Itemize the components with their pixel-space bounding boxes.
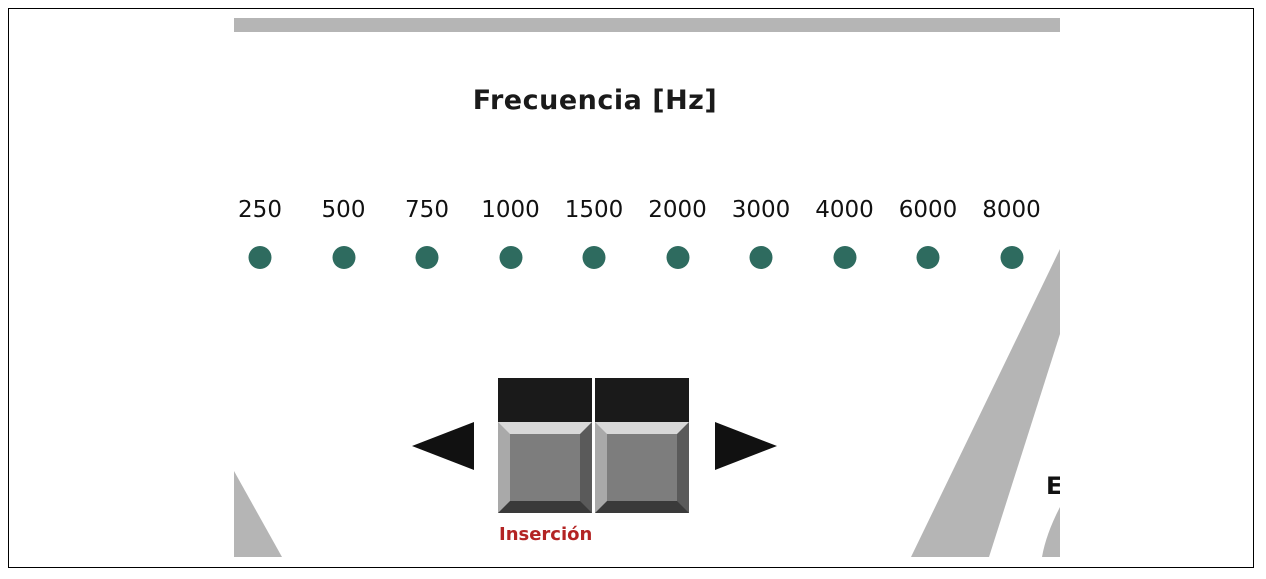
frequency-dot[interactable] bbox=[1000, 246, 1023, 269]
frequency-dot[interactable] bbox=[749, 246, 773, 269]
insertion-button-right[interactable] bbox=[595, 378, 689, 513]
frequency-label: 4000 bbox=[815, 197, 874, 223]
frequency-label: 1000 bbox=[481, 197, 540, 223]
side-letter: E bbox=[1046, 472, 1060, 500]
bottom-left-wedge bbox=[234, 471, 282, 557]
frequency-label: 8000 bbox=[982, 197, 1041, 223]
top-bar bbox=[234, 18, 1060, 32]
decorative-shapes bbox=[234, 249, 1060, 557]
triangle-right-icon[interactable] bbox=[715, 422, 777, 470]
window-frame: Frecuencia [Hz] 250 500 750 1000 1500 2000 300… bbox=[8, 8, 1254, 568]
frequency-title: Frecuencia [Hz] bbox=[472, 85, 718, 116]
button-display-top bbox=[595, 378, 689, 422]
frequency-dot[interactable] bbox=[666, 246, 689, 269]
button-display-top bbox=[498, 378, 592, 422]
frequency-label: 3000 bbox=[731, 197, 791, 223]
frequency-label: 1500 bbox=[564, 197, 624, 223]
diagonal-stripe bbox=[911, 249, 1060, 557]
frequency-label: 500 bbox=[321, 197, 366, 223]
frequency-dot[interactable] bbox=[582, 246, 606, 269]
insertion-label: Inserción bbox=[499, 524, 593, 545]
triangle-left-icon[interactable] bbox=[412, 422, 474, 470]
frequency-label: 2000 bbox=[648, 197, 707, 223]
frequency-label: 250 bbox=[238, 197, 282, 223]
audiometer-panel: Frecuencia [Hz] 250 500 750 1000 1500 2000 300… bbox=[234, 9, 1060, 557]
frequency-dot[interactable] bbox=[332, 246, 355, 269]
insertion-button-left[interactable] bbox=[498, 378, 592, 513]
frequency-dot[interactable] bbox=[499, 246, 522, 269]
button-face bbox=[595, 422, 689, 513]
frequency-dot[interactable] bbox=[833, 246, 856, 269]
frequency-label: 6000 bbox=[898, 197, 958, 223]
corner-curve bbox=[1042, 507, 1060, 557]
frequency-label: 750 bbox=[405, 197, 449, 223]
frequency-dot[interactable] bbox=[916, 246, 940, 269]
button-face bbox=[498, 422, 592, 513]
frequency-dot[interactable] bbox=[415, 246, 439, 269]
frequency-dot[interactable] bbox=[248, 246, 272, 269]
